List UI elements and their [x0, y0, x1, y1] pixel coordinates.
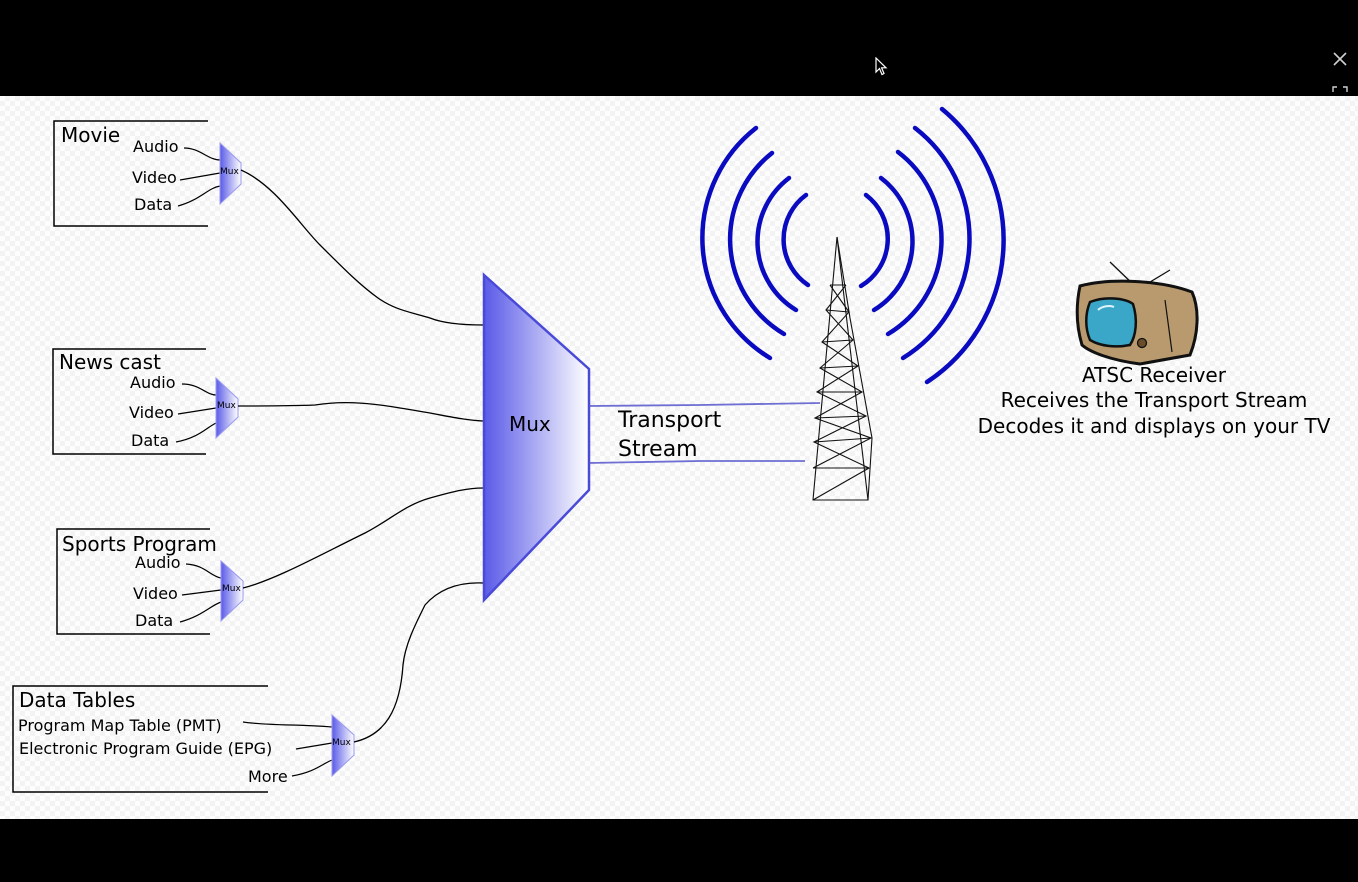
transport-stream-line-bottom — [588, 460, 805, 464]
receiver-title: ATSC Receiver — [1082, 363, 1227, 387]
source-title: Sports Program — [62, 532, 217, 556]
source-group-data-tables: Data Tables Program Map Table (PMT) Elec… — [12, 685, 355, 793]
source-bracket — [12, 685, 268, 793]
input-label-video: Video — [132, 168, 177, 187]
source-bracket — [56, 528, 210, 635]
feed-wire-data-tables — [353, 582, 484, 743]
source-group-sports: Sports Program Audio Video Data Mux — [56, 528, 244, 635]
small-mux — [220, 559, 244, 623]
viewer-bottom-bar — [0, 819, 1358, 882]
small-mux — [219, 141, 242, 206]
small-mux-label: Mux — [222, 584, 241, 594]
fit-to-screen-icon[interactable] — [1331, 83, 1349, 96]
feed-wire-newscast — [237, 401, 484, 422]
small-mux-label: Mux — [332, 738, 351, 748]
input-label-video: Video — [129, 403, 174, 422]
small-mux-label: Mux — [220, 167, 239, 177]
input-wire — [242, 721, 333, 777]
input-label-audio: Audio — [133, 137, 178, 156]
main-mux-label: Mux — [509, 412, 551, 436]
feed-wire-movie — [240, 169, 484, 326]
image-canvas — [0, 96, 1358, 819]
source-title: Movie — [61, 123, 120, 147]
close-icon[interactable] — [1330, 49, 1350, 69]
small-mux-label: Mux — [217, 401, 236, 411]
small-mux — [331, 713, 355, 778]
receiver-line1: Receives the Transport Stream — [1001, 388, 1308, 412]
input-label-pmt: Program Map Table (PMT) — [18, 716, 222, 735]
input-label-data: Data — [135, 611, 173, 630]
viewer-top-bar — [0, 0, 1358, 96]
input-label-audio: Audio — [130, 373, 175, 392]
feed-wire-sports — [242, 487, 484, 589]
source-bracket — [52, 348, 206, 455]
small-mux — [215, 376, 239, 440]
source-group-newscast: News cast Audio Video Data Mux — [52, 348, 239, 455]
transport-stream-line-top — [588, 402, 821, 407]
source-bracket — [53, 120, 208, 227]
source-title: News cast — [59, 350, 161, 374]
input-wire — [175, 383, 217, 443]
mouse-pointer-icon — [875, 56, 889, 77]
radio-waves — [700, 106, 1006, 385]
source-group-movie: Movie Audio Video Data Mux — [53, 120, 242, 227]
input-wire — [179, 563, 222, 623]
input-label-video: Video — [133, 584, 178, 603]
receiver-line2: Decodes it and displays on your TV — [978, 414, 1331, 438]
source-title: Data Tables — [19, 688, 135, 712]
transport-stream-label-line2: Stream — [618, 437, 698, 462]
input-label-more: More — [248, 767, 288, 786]
input-label-audio: Audio — [135, 553, 180, 572]
input-label-data: Data — [134, 195, 172, 214]
transport-stream-label-line1: Transport — [617, 408, 722, 433]
input-label-data: Data — [131, 431, 169, 450]
input-label-epg: Electronic Program Guide (EPG) — [19, 739, 272, 758]
television-icon — [1075, 261, 1199, 366]
input-wire — [177, 147, 221, 207]
antenna-tower-icon — [812, 236, 873, 501]
main-mux — [482, 272, 591, 604]
